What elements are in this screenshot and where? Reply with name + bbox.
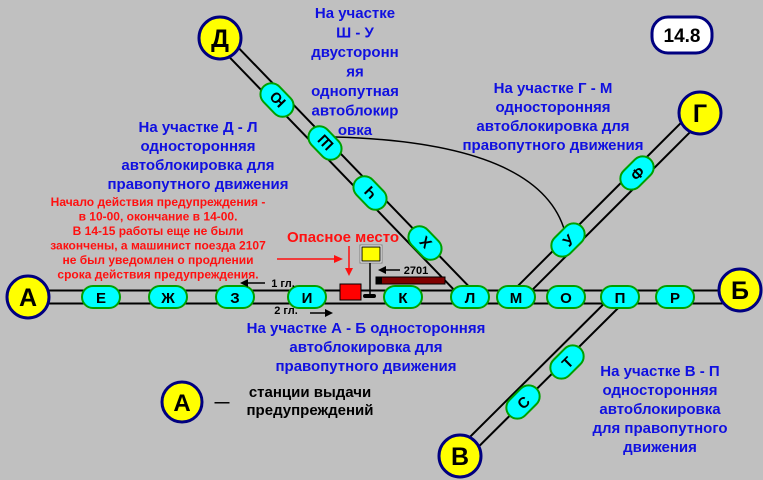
station-D: Д bbox=[197, 15, 243, 61]
block-node: М bbox=[496, 285, 536, 309]
note-line: односторонняя bbox=[602, 382, 717, 399]
legend-station: А bbox=[173, 390, 190, 417]
note-line: автоблокировка для bbox=[121, 157, 274, 174]
block-node: Т bbox=[549, 344, 585, 380]
station-V: В bbox=[437, 433, 483, 479]
note-line: правопутного движения bbox=[462, 137, 643, 154]
station-label: Б bbox=[731, 277, 749, 305]
arrow-left-icon bbox=[240, 279, 248, 287]
note-line: яя bbox=[346, 64, 364, 81]
node-label: Л bbox=[465, 290, 476, 307]
block-node: К bbox=[383, 285, 423, 309]
note-line: однопутная bbox=[311, 83, 399, 100]
block-node: И bbox=[287, 285, 327, 309]
note-line: На участке bbox=[315, 5, 395, 22]
node-label: Р bbox=[670, 290, 680, 307]
legend-dash: — bbox=[215, 394, 230, 411]
block-node: Ж bbox=[148, 285, 188, 309]
block-node: Х bbox=[407, 225, 443, 261]
note-line: не был уведомлен о продлении bbox=[63, 253, 254, 267]
station-A: А bbox=[5, 274, 51, 320]
node-label: М bbox=[510, 290, 523, 307]
note-line: двусторонн bbox=[311, 44, 398, 61]
block-node: О bbox=[546, 285, 586, 309]
node-label: Е bbox=[96, 290, 106, 307]
note-line: в 10-00, окончание в 14-00. bbox=[79, 210, 238, 224]
node-label: И bbox=[302, 290, 313, 307]
station-B: Б bbox=[717, 267, 763, 313]
note-line: автоблокировка bbox=[599, 401, 721, 418]
note-line: для правопутного bbox=[592, 420, 727, 437]
block-node: У bbox=[550, 222, 586, 258]
danger-label: Опасное место bbox=[287, 229, 399, 246]
arrow-right-icon bbox=[334, 255, 343, 263]
note-shu: На участке Ш - У двусторонн яя однопутная авт… bbox=[311, 5, 399, 139]
legend: А — станции выдачи предупреждений bbox=[160, 380, 374, 424]
block-node: Е bbox=[81, 285, 121, 309]
note-line: На участке В - П bbox=[600, 363, 719, 380]
block-node: П bbox=[600, 285, 640, 309]
note-line: правопутного движения bbox=[275, 358, 456, 375]
note-gm: На участке Г - М односторонняя автоблокиро… bbox=[462, 80, 643, 154]
station-label: А bbox=[19, 284, 37, 312]
station-label: В bbox=[451, 443, 469, 471]
node-label: Ж bbox=[160, 290, 175, 307]
node-label: З bbox=[230, 290, 239, 307]
note-line: автоблокир bbox=[312, 103, 399, 120]
note-line: правопутного движения bbox=[107, 176, 288, 193]
shu-curve bbox=[334, 136, 566, 233]
note-warning: Начало действия предупреждения -в 10-00,… bbox=[50, 195, 266, 282]
block-node: Ч bbox=[352, 175, 388, 211]
danger-marker bbox=[339, 283, 362, 301]
station-label: Г bbox=[693, 100, 707, 128]
node-label: П bbox=[615, 290, 626, 307]
badge: 14.8 bbox=[650, 15, 714, 55]
node-label: О bbox=[560, 290, 572, 307]
track-1-label: 1 гл. bbox=[271, 278, 295, 290]
note-line: Ш - У bbox=[336, 25, 374, 42]
block-node: Ш bbox=[307, 125, 343, 161]
block-node: Р bbox=[655, 285, 695, 309]
block-node: Ю bbox=[259, 82, 295, 118]
track-v-p bbox=[454, 291, 626, 462]
note-line: закончены, а машинист поезда 2107 bbox=[50, 239, 266, 253]
arrow-right-icon bbox=[325, 309, 333, 317]
note-line: автоблокировка для bbox=[476, 118, 629, 135]
train bbox=[375, 276, 446, 285]
note-line: овка bbox=[338, 122, 373, 139]
note-line: срока действия предупреждения. bbox=[57, 268, 258, 282]
note-line: односторонняя bbox=[140, 138, 255, 155]
legend-text-line1: станции выдачи bbox=[249, 384, 371, 401]
note-line: автоблокировка для bbox=[289, 339, 442, 356]
node-label: К bbox=[398, 290, 408, 307]
station-label: Д bbox=[211, 25, 229, 53]
note-line: На участке А - Б односторонняя bbox=[247, 320, 486, 337]
note-line: В 14-15 работы еще не были bbox=[73, 224, 244, 238]
block-node: С bbox=[505, 384, 541, 420]
station-G: Г bbox=[677, 90, 723, 136]
block-node: Л bbox=[450, 285, 490, 309]
note-line: Начало действия предупреждения - bbox=[51, 195, 266, 209]
note-vp: На участке В - П односторонняя автоблокиро… bbox=[592, 363, 727, 456]
note-dl: На участке Д - Л односторонняя автоблокиро… bbox=[107, 119, 288, 193]
note-line: На участке Г - М bbox=[494, 80, 613, 97]
train-number: 2701 bbox=[404, 265, 428, 277]
track-2-label: 2 гл. bbox=[274, 305, 298, 317]
note-line: движения bbox=[623, 439, 697, 456]
arrow-down-icon bbox=[345, 268, 353, 276]
note-line: односторонняя bbox=[495, 99, 610, 116]
badge-text: 14.8 bbox=[664, 26, 701, 47]
block-node: З bbox=[215, 285, 255, 309]
block-node: Ф bbox=[619, 155, 655, 191]
note-ab: На участке А - Б односторонняя автоблокир… bbox=[247, 320, 486, 375]
arrow-left-icon bbox=[378, 266, 386, 274]
legend-text-line2: предупреждений bbox=[247, 402, 374, 419]
track-g-m bbox=[510, 107, 706, 303]
note-line: На участке Д - Л bbox=[139, 119, 258, 136]
